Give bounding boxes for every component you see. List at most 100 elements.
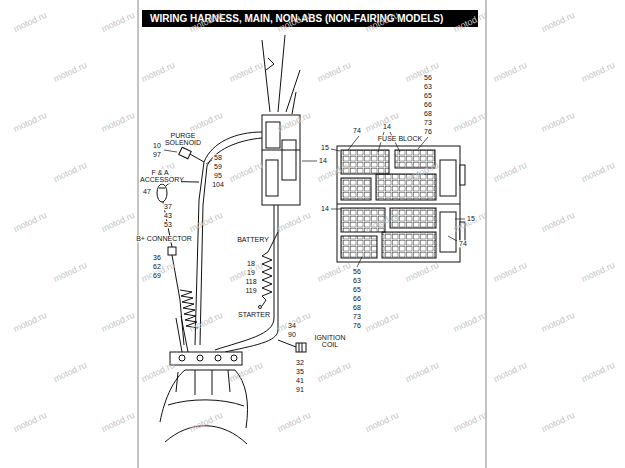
callout-number: 91 — [295, 386, 305, 393]
callout-number: 74 — [458, 240, 468, 247]
page-frame — [138, 0, 486, 468]
watermark: motod.ru — [364, 210, 400, 234]
callout-number: 97 — [152, 151, 162, 158]
callout-number: 118 — [244, 278, 257, 285]
watermark: motod.ru — [100, 110, 136, 134]
watermark: motod.ru — [404, 160, 440, 184]
callout-number: 65 — [352, 286, 362, 293]
callout-number: 66 — [423, 101, 433, 108]
watermark: motod.ru — [276, 410, 312, 434]
callout-number: 56 — [423, 74, 433, 81]
watermark: motod.ru — [140, 360, 176, 384]
part-name: B+ CONNECTOR — [135, 235, 193, 242]
callout-number: 66 — [352, 295, 362, 302]
watermark: motod.ru — [364, 410, 400, 434]
watermark: motod.ru — [140, 60, 176, 84]
watermark: motod.ru — [100, 310, 136, 334]
callout-number: 36 — [152, 254, 162, 261]
part-name: FUSE BLOCK — [377, 135, 423, 142]
callout-number: 119 — [244, 287, 257, 294]
watermark: motod.ru — [12, 310, 48, 334]
callout-number: 65 — [423, 92, 433, 99]
callout-number: 76 — [423, 128, 433, 135]
watermark: motod.ru — [492, 260, 528, 284]
watermark: motod.ru — [52, 260, 88, 284]
leader-lines — [164, 132, 465, 267]
watermark: motod.ru — [540, 410, 576, 434]
watermark: motod.ru — [52, 360, 88, 384]
fuse-block — [337, 146, 465, 262]
callout-number: 63 — [423, 83, 433, 90]
callout-number: 73 — [423, 119, 433, 126]
watermark: motod.ru — [228, 160, 264, 184]
callout-number: 104 — [211, 181, 225, 188]
part-name: F & A ACCESSORY — [139, 169, 181, 184]
watermark: motod.ru — [228, 360, 264, 384]
watermark: motod.ru — [52, 60, 88, 84]
callout-number: 74 — [352, 127, 362, 134]
watermark: motod.ru — [12, 110, 48, 134]
callout-number: 19 — [246, 269, 256, 276]
callout-number: 43 — [163, 212, 173, 219]
watermark: motod.ru — [580, 260, 616, 284]
watermark: motod.ru — [100, 210, 136, 234]
callout-number: 56 — [352, 268, 362, 275]
watermark: motod.ru — [452, 410, 488, 434]
callout-number: 73 — [352, 313, 362, 320]
watermark: motod.ru — [540, 10, 576, 34]
watermark: motod.ru — [188, 210, 224, 234]
watermark: motod.ru — [276, 110, 312, 134]
callout-number: 14 — [382, 123, 392, 130]
callout-number: 76 — [352, 322, 362, 329]
watermark: motod.ru — [188, 310, 224, 334]
watermark: motod.ru — [452, 110, 488, 134]
part-name: PURGE SOLENOID — [162, 132, 204, 147]
watermark: motod.ru — [12, 10, 48, 34]
callout-number: 68 — [423, 110, 433, 117]
watermark: motod.ru — [316, 60, 352, 84]
watermark: motod.ru — [580, 360, 616, 384]
callout-number: 95 — [213, 172, 223, 179]
watermark: motod.ru — [100, 10, 136, 34]
callout-number: 15 — [466, 215, 476, 222]
callout-number: 58 — [213, 154, 223, 161]
callout-number: 62 — [152, 263, 162, 270]
watermark: motod.ru — [188, 110, 224, 134]
watermark: motod.ru — [540, 310, 576, 334]
callout-number: 69 — [152, 272, 162, 279]
watermark: motod.ru — [540, 210, 576, 234]
watermark: motod.ru — [228, 60, 264, 84]
callout-number: 59 — [213, 163, 223, 170]
callout-number: 35 — [295, 368, 305, 375]
callout-number: 14 — [320, 205, 330, 212]
part-name: STARTER — [237, 311, 271, 318]
watermark: motod.ru — [492, 160, 528, 184]
watermark: motod.ru — [540, 110, 576, 134]
callout-number: 10 — [152, 142, 162, 149]
watermark: motod.ru — [12, 210, 48, 234]
watermark: motod.ru — [316, 260, 352, 284]
callout-number: 34 — [287, 322, 297, 329]
callout-number: 37 — [163, 203, 173, 210]
watermark: motod.ru — [404, 360, 440, 384]
watermark: motod.ru — [492, 360, 528, 384]
watermark: motod.ru — [276, 210, 312, 234]
callout-number: 63 — [352, 277, 362, 284]
callout-number: 53 — [163, 221, 173, 228]
watermark: motod.ru — [188, 410, 224, 434]
callout-number: 14 — [318, 157, 328, 164]
part-name: BATTERY — [236, 236, 270, 243]
watermark: motod.ru — [316, 360, 352, 384]
watermark: motod.ru — [52, 160, 88, 184]
watermark: motod.ru — [452, 310, 488, 334]
watermark: motod.ru — [100, 410, 136, 434]
callout-number: 18 — [246, 260, 256, 267]
callout-number: 47 — [142, 188, 152, 195]
watermark: motod.ru — [404, 60, 440, 84]
callout-number: 41 — [295, 377, 305, 384]
watermark: motod.ru — [364, 310, 400, 334]
callout-number: 68 — [352, 304, 362, 311]
watermark: motod.ru — [404, 260, 440, 284]
watermark: motod.ru — [12, 410, 48, 434]
